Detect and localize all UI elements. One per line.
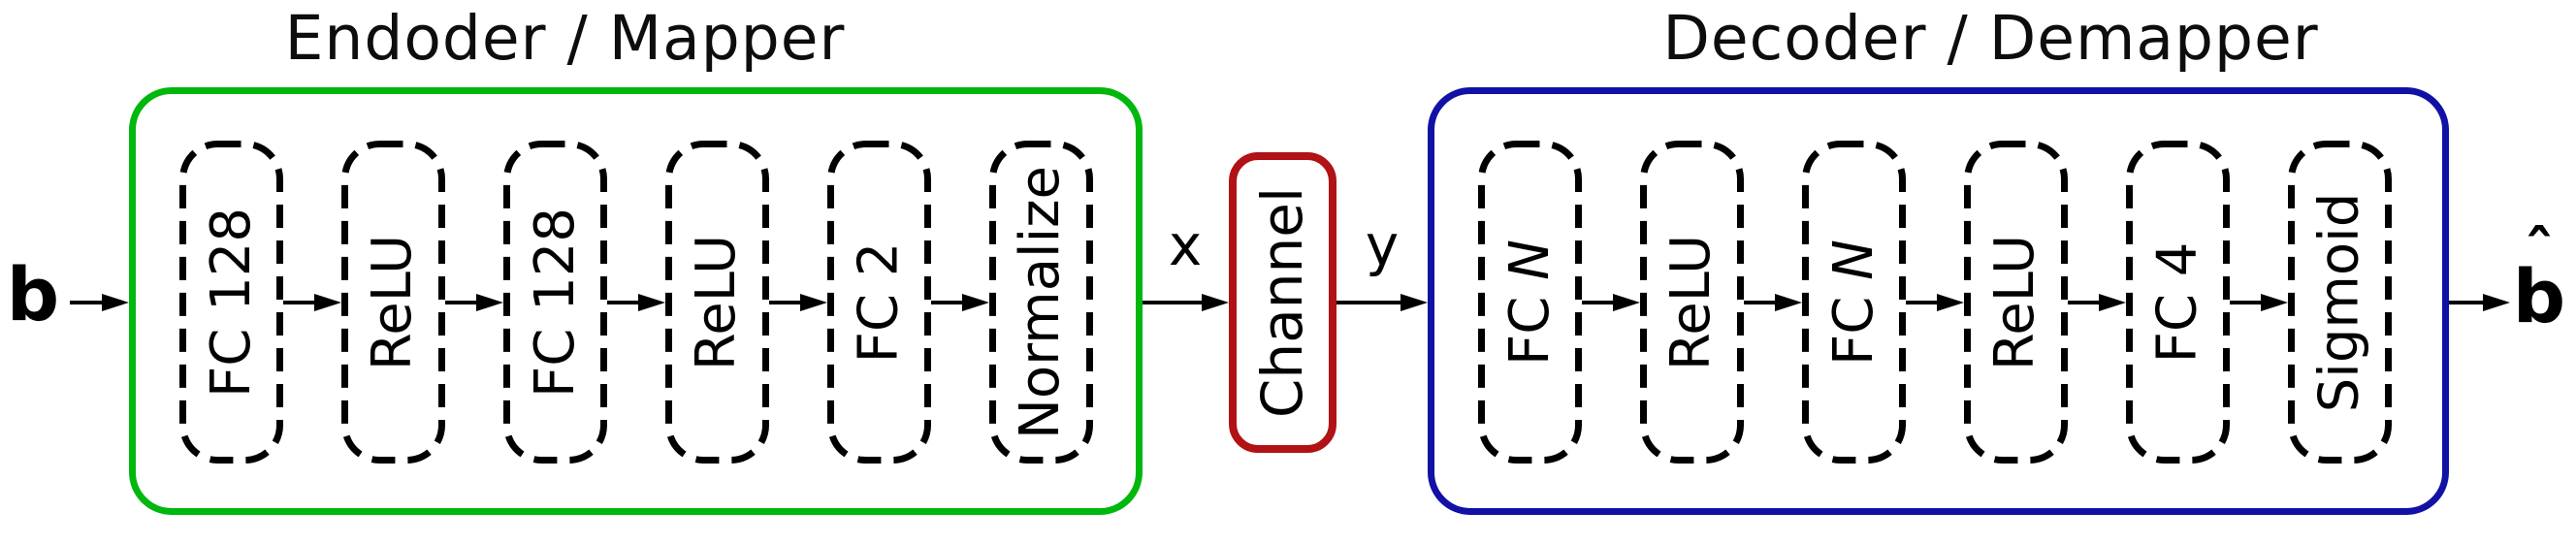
layer-label: ReLU	[361, 234, 425, 370]
encoded-signal-label: x	[1168, 212, 1203, 278]
arrow-icon	[1143, 294, 1229, 311]
encoder-layer-box: Normalize	[989, 141, 1093, 464]
arrow-icon	[283, 294, 341, 311]
encoder-layer-box: ReLU	[341, 141, 445, 464]
arrow-icon	[70, 294, 129, 311]
decoder-layer-box: Sigmoid	[2288, 141, 2392, 464]
received-signal-label: y	[1365, 212, 1400, 278]
hat-accent: ˆ	[2524, 217, 2555, 288]
decoder-layer-box: ReLU	[1964, 141, 2068, 464]
arrow-icon	[769, 294, 827, 311]
arrow-icon	[445, 294, 503, 311]
dashed-border-icon	[341, 141, 445, 464]
dashed-border-icon	[1964, 141, 2068, 464]
dashed-border-icon	[2288, 141, 2392, 464]
arrow-icon	[2068, 294, 2126, 311]
encoder-layer-box: FC 128	[503, 141, 607, 464]
dashed-border-icon	[665, 141, 769, 464]
arrow-icon	[1906, 294, 1964, 311]
layer-label: FCN	[1821, 239, 1885, 366]
dashed-border-icon	[827, 141, 931, 464]
input-signal-label: b	[6, 251, 60, 337]
layer-label: ReLU	[1659, 234, 1723, 370]
decoder-layer-box: FCN	[1802, 141, 1906, 464]
dashed-border-icon	[1478, 141, 1582, 464]
layer-label: ReLU	[685, 234, 749, 370]
dashed-border-icon	[179, 141, 283, 464]
encoder-layer-box: FC 2	[827, 141, 931, 464]
layer-label: FC 2	[847, 241, 911, 363]
decoder-group-box	[1428, 87, 2449, 515]
dashed-border-icon	[2126, 141, 2230, 464]
channel-label: Channel	[1249, 186, 1316, 419]
encoder-layer-box: FC 128	[179, 141, 283, 464]
arrow-icon	[1582, 294, 1640, 311]
dashed-border-icon	[1640, 141, 1744, 464]
layer-label: ReLU	[1983, 234, 2047, 370]
decoder-title: Decoder / Demapper	[1662, 3, 2319, 74]
layer-label: FCN	[1497, 239, 1562, 366]
encoder-group-box	[129, 87, 1143, 515]
arrow-icon	[1336, 294, 1428, 311]
layer-label: Sigmoid	[2307, 192, 2371, 412]
decoder-layer-box: ReLU	[1640, 141, 1744, 464]
encoder-title: Endoder / Mapper	[284, 3, 846, 74]
dashed-border-icon	[989, 141, 1093, 464]
encoder-layer-box: ReLU	[665, 141, 769, 464]
output-signal-label: ˆ b	[2508, 223, 2570, 334]
arrow-icon	[1744, 294, 1802, 311]
layer-label: FC 128	[199, 207, 263, 398]
decoder-layer-box: FC 4	[2126, 141, 2230, 464]
layer-label: FC 4	[2145, 241, 2209, 363]
output-signal-base: b	[2512, 253, 2566, 339]
arrow-icon	[931, 294, 989, 311]
arrow-icon	[2449, 294, 2510, 311]
arrow-icon	[2230, 294, 2288, 311]
layer-label: FC 128	[523, 207, 587, 398]
layer-label: Normalize	[1009, 165, 1073, 439]
dashed-border-icon	[1802, 141, 1906, 464]
arrow-icon	[607, 294, 665, 311]
channel-box: Channel	[1229, 152, 1336, 453]
dashed-border-icon	[503, 141, 607, 464]
decoder-layer-box: FCN	[1478, 141, 1582, 464]
